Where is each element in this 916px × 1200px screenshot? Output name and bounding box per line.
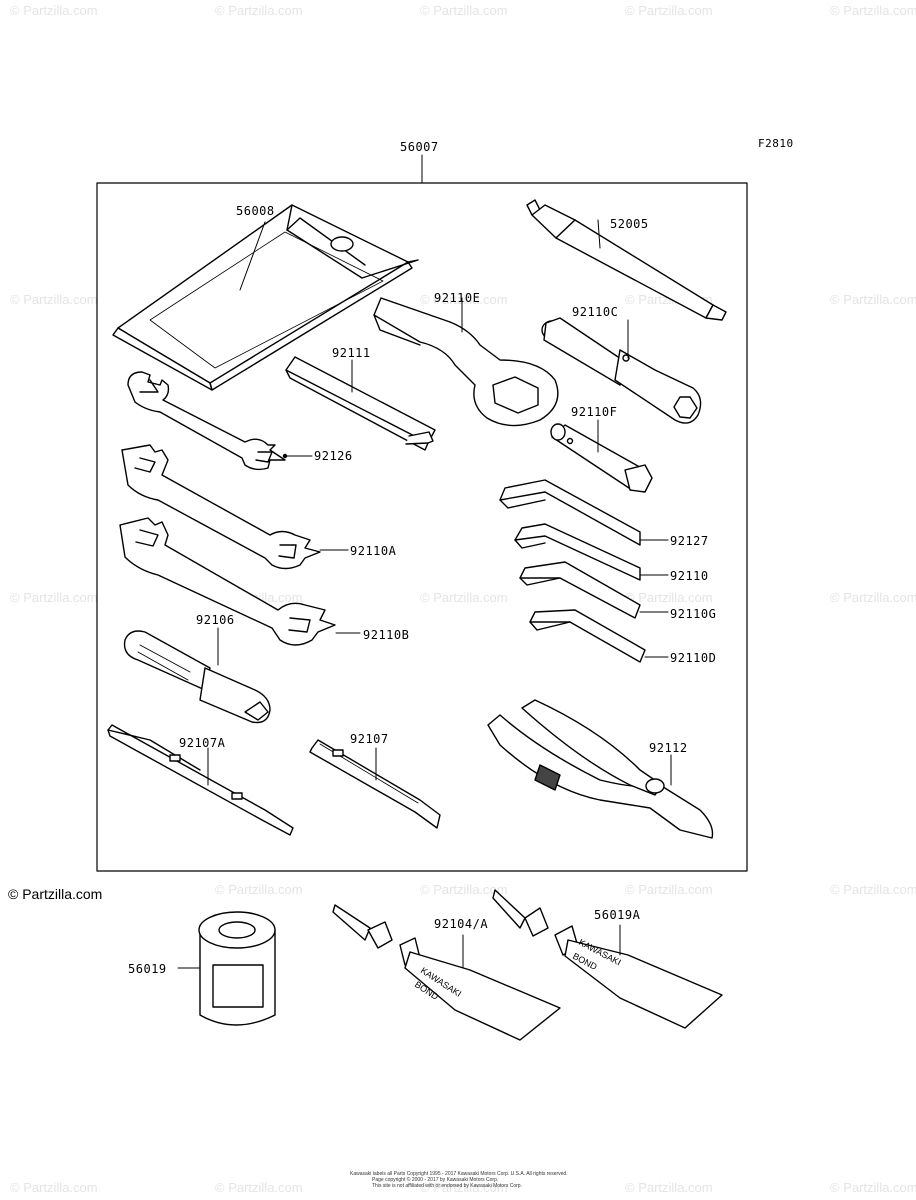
part-label-92110f: 92110F (571, 405, 618, 419)
hex-key-92110d-icon (529, 609, 669, 663)
part-label-92106: 92106 (196, 613, 235, 627)
part-label-92110b: 92110B (363, 628, 410, 642)
part-label-92110: 92110 (670, 569, 709, 583)
watermark: © Partzilla.com (10, 292, 98, 307)
figure-id: F2810 (758, 137, 794, 150)
part-label-92104-a: 92104/A (434, 917, 489, 931)
footer-line: This site is not affiliated with or endo… (372, 1183, 522, 1189)
watermark: © Partzilla.com (830, 292, 916, 307)
footer-line: Kawasaki labels all Parts Copyright 1995… (350, 1171, 568, 1177)
watermark: © Partzilla.com (830, 882, 916, 897)
driver-92107a-icon (107, 724, 294, 836)
hex-key-92127-icon (499, 479, 669, 546)
copyright-mark: © Partzilla.com (8, 886, 103, 902)
driver-handle-icon (123, 627, 271, 724)
watermark: © Partzilla.com (420, 1180, 508, 1195)
bond-tube-a-icon (332, 904, 561, 1041)
hex-key-92110-icon (514, 523, 669, 581)
watermark: © Partzilla.com (830, 590, 916, 605)
wrench-92126-icon (127, 371, 313, 471)
watermark: © Partzilla.com (625, 590, 713, 605)
watermark: © Partzilla.com (10, 590, 98, 605)
watermark: © Partzilla.com (420, 3, 508, 18)
part-label-92110c: 92110C (572, 305, 619, 319)
watermark: © Partzilla.com (10, 3, 98, 18)
extension-bar-icon (526, 199, 727, 321)
box-wrench-c-icon (541, 317, 702, 424)
watermark: © Partzilla.com (215, 3, 303, 18)
part-label-92107a: 92107A (179, 736, 226, 750)
part-label-56019: 56019 (128, 962, 167, 976)
part-label-52005: 52005 (610, 217, 649, 231)
wrench-92110b-icon (119, 517, 361, 646)
part-label-92110a: 92110A (350, 544, 397, 558)
grease-can-icon (177, 911, 276, 1026)
tool-bag-icon (112, 204, 419, 391)
part-label-92127: 92127 (670, 534, 709, 548)
pliers-icon (487, 699, 714, 839)
watermark: © Partzilla.com (830, 1180, 916, 1195)
footer-line: Page copyright © 2000 - 2017 by Kawasaki… (372, 1177, 499, 1183)
box-wrench-f-icon (550, 419, 653, 493)
assembly-label: 56007 (400, 140, 439, 154)
part-label-92107: 92107 (350, 732, 389, 746)
part-label-92111: 92111 (332, 346, 371, 360)
hex-key-92110g-icon (519, 561, 669, 619)
part-label-92112: 92112 (649, 741, 688, 755)
bond-tube-b-icon (492, 889, 723, 1029)
watermark: © Partzilla.com (420, 292, 508, 307)
part-label-92126: 92126 (314, 449, 353, 463)
watermark: © Partzilla.com (625, 1180, 713, 1195)
watermark: © Partzilla.com (215, 882, 303, 897)
watermark: © Partzilla.com (830, 3, 916, 18)
watermark: © Partzilla.com (625, 882, 713, 897)
part-label-92110e: 92110E (434, 291, 481, 305)
part-label-92110g: 92110G (670, 607, 717, 621)
driver-92107-icon (309, 739, 441, 829)
ring-wrench-icon (373, 297, 559, 427)
wrench-92110a-icon (121, 444, 349, 570)
part-label-56019a: 56019A (594, 908, 641, 922)
part-label-92110d: 92110D (670, 651, 717, 665)
bar-92111-icon (285, 356, 436, 451)
watermark: © Partzilla.com (625, 3, 713, 18)
watermark: © Partzilla.com (215, 1180, 303, 1195)
watermark: © Partzilla.com (420, 590, 508, 605)
watermark: © Partzilla.com (10, 1180, 98, 1195)
part-label-56008: 56008 (236, 204, 275, 218)
watermark: © Partzilla.com (420, 882, 508, 897)
